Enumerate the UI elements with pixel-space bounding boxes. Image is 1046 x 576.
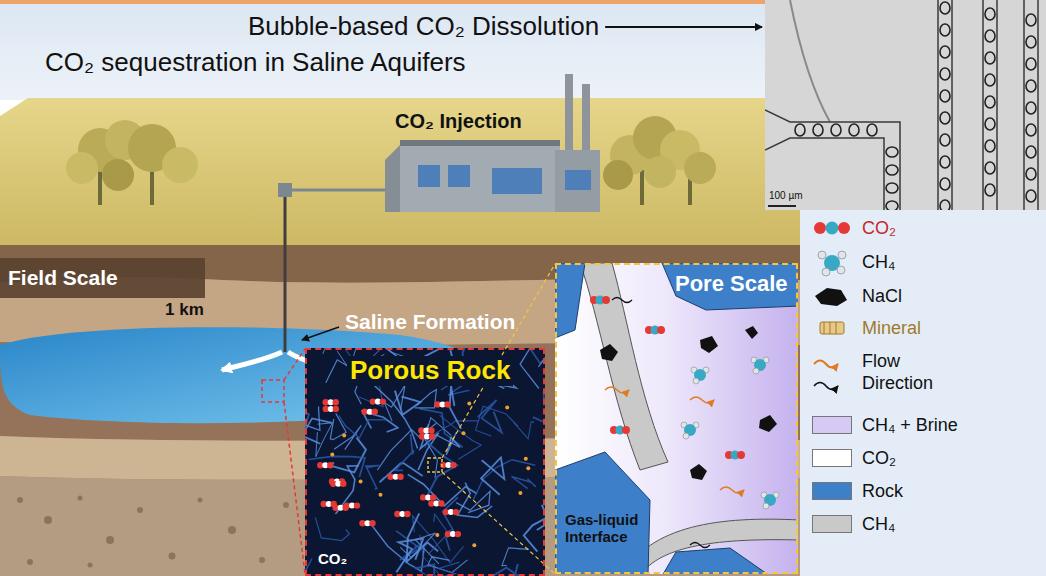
porous-rock-inset: Porous RockCO₂	[305, 348, 545, 576]
legend-swatch	[812, 449, 852, 467]
inset-title: Pore Scale	[675, 271, 788, 296]
legend-text: CO₂	[862, 217, 896, 239]
facility-label: CO₂ Injection	[395, 110, 522, 133]
legend-text: Mineral	[862, 317, 921, 339]
legend-text: CH₄ + Brine	[862, 414, 958, 436]
molecule-label: CO₂	[315, 550, 350, 567]
legend-text: Flow Direction	[862, 350, 962, 394]
micrograph-panel: 100 µm	[765, 0, 1046, 210]
interface-label: Gas-liquid Interface	[565, 511, 651, 546]
scale-label: Field Scale	[8, 266, 118, 290]
inset-title: Porous Rock	[347, 356, 513, 386]
legend-swatch	[812, 416, 852, 434]
legend-text: Rock	[862, 480, 903, 502]
legend-swatch	[812, 482, 852, 500]
depth-label: 1 km	[165, 300, 204, 320]
legend-text: NaCl	[862, 285, 902, 307]
legend-text: CH₄	[862, 251, 895, 273]
formation-label: Saline Formation	[345, 310, 515, 334]
legend-text: CO₂	[862, 447, 896, 469]
legend-swatch	[812, 515, 852, 533]
scale-bar-label: 100 µm	[769, 190, 803, 202]
heading: CO₂ sequestration in Saline Aquifers	[45, 48, 466, 78]
callout-label: Bubble-based CO₂ Dissolution	[248, 12, 599, 42]
pore-scale-inset: Pore ScaleGas-liquid Interface	[555, 263, 798, 574]
legend-text: CH₄	[862, 513, 895, 535]
